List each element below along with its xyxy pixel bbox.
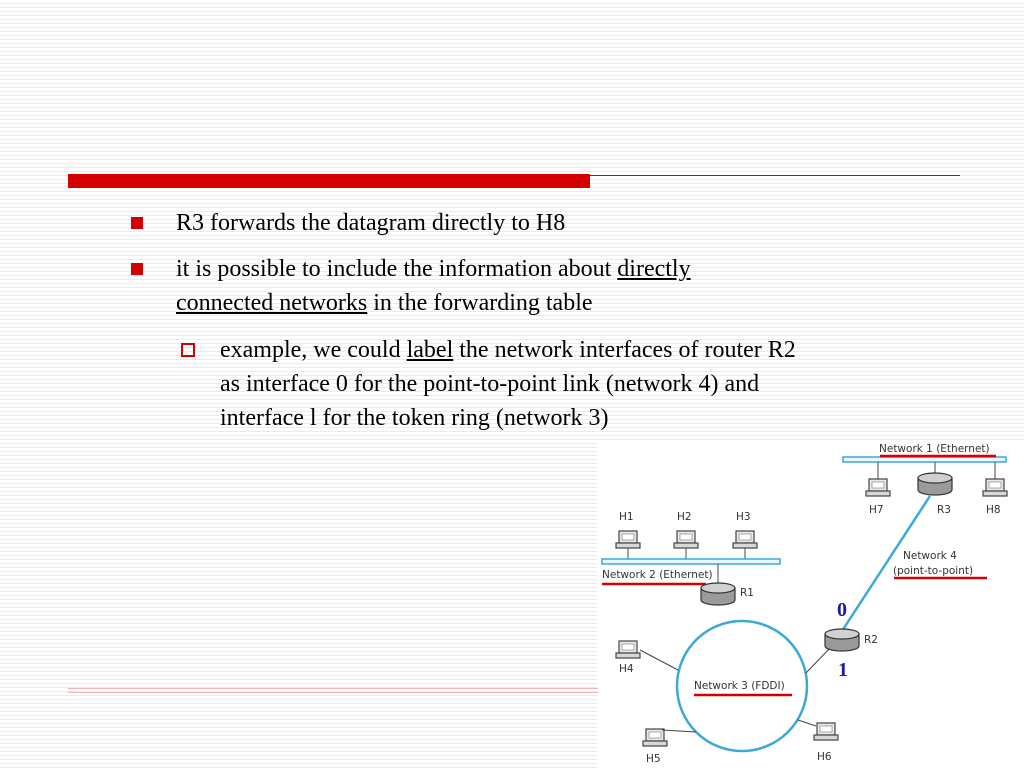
host-h3-label: H3: [736, 511, 751, 523]
host-h6-label: H6: [817, 751, 832, 763]
ethernet-bus-2: [601, 558, 781, 565]
footer-rule: [68, 688, 598, 689]
hollow-square-bullet-icon: [181, 343, 195, 357]
interface-0-label: 0: [837, 599, 847, 621]
subbullet-line2: as interface 0 for the point-to-point li…: [220, 371, 760, 397]
host-h5-label: H5: [646, 753, 661, 765]
host-h4-icon: [615, 640, 641, 659]
host-h5-icon: [642, 728, 668, 747]
bullet-text-before: it is possible to include the informatio…: [176, 256, 618, 282]
router-r3-label: R3: [937, 504, 951, 516]
point-to-point-link: [840, 495, 932, 632]
host-h8-icon: [982, 478, 1008, 497]
host-h4-label: H4: [619, 663, 634, 675]
bullet-forward-directly: R3 forwards the datagram directly to H8: [131, 206, 976, 240]
title-rule-thin: [590, 175, 960, 176]
router-r2-label: R2: [864, 634, 878, 646]
host-h2-label: H2: [677, 511, 692, 523]
host-h3-icon: [732, 530, 758, 549]
host-h6-icon: [813, 722, 839, 741]
network4-label-line2: (point-to-point): [893, 565, 973, 577]
host-h7-icon: [865, 478, 891, 497]
ethernet-bus-1: [842, 456, 1007, 463]
bullet-text-after: in the forwarding table: [367, 290, 593, 316]
bullet-text: R3 forwards the datagram directly to H8: [176, 210, 566, 236]
subbullet-line3: interface l for the token ring (network …: [220, 405, 609, 431]
host-h8-label: H8: [986, 504, 1001, 516]
network1-label: Network 1 (Ethernet): [879, 443, 990, 455]
subbullet-text-before: example, we could: [220, 337, 407, 363]
square-bullet-icon: [131, 263, 143, 275]
underlined-label: label: [406, 337, 454, 363]
network-diagram-svg: Network 1 (Ethernet) H7 R3 H8 Network 4 …: [601, 443, 1008, 765]
host-h1-icon: [615, 530, 641, 549]
underlined-connected-networks: connected networks: [176, 290, 368, 316]
router-r2-icon: [824, 628, 860, 652]
subbullet-label-interfaces: example, we could label the network inte…: [181, 333, 960, 435]
host-h7-label: H7: [869, 504, 884, 516]
router-r1-label: R1: [740, 587, 754, 599]
footer-rule-2: [68, 692, 598, 693]
title-rule-thick: [68, 174, 590, 188]
host-h2-icon: [673, 530, 699, 549]
fddi-ring: [675, 619, 809, 753]
square-bullet-icon: [131, 217, 143, 229]
network4-label-line1: Network 4: [903, 550, 957, 562]
network3-label: Network 3 (FDDI): [694, 680, 785, 692]
bullet-forwarding-table: it is possible to include the informatio…: [131, 252, 896, 320]
host-h1-label: H1: [619, 511, 634, 523]
network-diagram: Network 1 (Ethernet) H7 R3 H8 Network 4 …: [598, 440, 1024, 768]
underlined-directly: directly: [617, 256, 691, 282]
subbullet-line1-after: the network interfaces of router R2: [453, 337, 796, 363]
interface-1-label: 1: [838, 659, 848, 681]
router-r1-icon: [700, 582, 736, 606]
router-r3-icon: [917, 472, 953, 496]
network2-label: Network 2 (Ethernet): [602, 569, 713, 581]
